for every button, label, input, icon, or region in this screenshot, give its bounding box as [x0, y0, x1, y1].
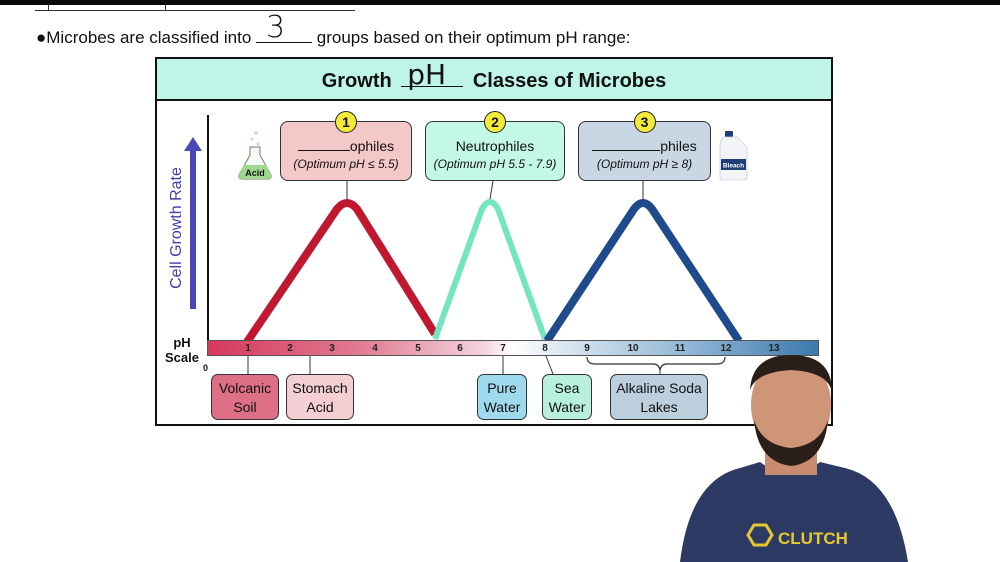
scale-tick: 4 [372, 343, 378, 354]
class-box-acidophiles: 1 ophiles (Optimum pH ≤ 5.5) [280, 111, 412, 181]
scale-tick: 5 [415, 343, 421, 354]
class-range: (Optimum pH ≤ 5.5) [293, 157, 399, 171]
class-name: philes [579, 138, 710, 154]
example-line2: Water [548, 399, 586, 415]
scale-tick: 13 [768, 343, 780, 354]
neutrophile-curve [432, 199, 548, 341]
class-box-neutrophiles: 2 Neutrophiles (Optimum pH 5.5 - 7.9) [425, 111, 565, 181]
y-axis-line [207, 115, 209, 353]
intro-prefix: ●Microbes are classified into [36, 28, 252, 47]
y-axis-arrow [190, 149, 196, 309]
figure-title: Growth pH Classes of Microbes [157, 58, 831, 93]
growth-curves [243, 180, 743, 375]
ph-classes-figure: Growth pH Classes of Microbes Cell Growt… [155, 57, 833, 426]
scale-tick: 3 [329, 343, 335, 354]
class-range: (Optimum pH ≥ 8) [596, 157, 693, 171]
intro-suffix: groups based on their optimum pH range: [316, 28, 631, 47]
top-bar [0, 0, 1000, 5]
number-badge: 2 [484, 111, 506, 133]
scale-tick: 9 [584, 343, 590, 354]
scale-tick: 11 [674, 343, 686, 354]
example-line2: Water [483, 399, 521, 415]
example-alkaline-soda-lakes: Alkaline Soda Lakes [610, 374, 708, 420]
svg-text:Acid: Acid [245, 168, 265, 178]
number-badge: 3 [633, 111, 656, 133]
title-suffix: Classes of Microbes [472, 70, 667, 92]
figure-header: Growth pH Classes of Microbes [157, 58, 831, 101]
class-box-alkaliphiles: 3 philes (Optimum pH ≥ 8) [578, 111, 711, 181]
example-sea-water: Sea Water [542, 374, 592, 420]
number-badge: 1 [335, 111, 357, 133]
example-line1: Stomach [292, 380, 348, 396]
acidophile-curve [243, 199, 439, 345]
example-pure-water: Pure Water [477, 374, 527, 420]
example-line1: Sea [554, 380, 580, 396]
handwritten-answer: 3 [266, 10, 286, 45]
scale-tick: 1 [245, 343, 251, 354]
intro-blank: 3 [256, 10, 313, 45]
example-line2: Lakes [640, 399, 678, 415]
example-line2: Acid [306, 399, 334, 415]
example-line1: Alkaline Soda [616, 380, 702, 396]
rule-tick [165, 5, 166, 11]
scale-tick: 2 [287, 343, 293, 354]
class-range: (Optimum pH 5.5 - 7.9) [433, 157, 557, 171]
class-name-suffix: ophiles [349, 138, 395, 154]
fill-blank [297, 138, 350, 151]
scale-tick: 6 [457, 343, 463, 354]
example-stomach-acid: Stomach Acid [286, 374, 354, 420]
svg-text:Bleach: Bleach [723, 163, 744, 170]
presenter-video: CLUTCH [680, 355, 908, 562]
handwritten-ph: pH [407, 58, 447, 91]
title-blank: pH [401, 58, 464, 91]
title-prefix: Growth [321, 70, 392, 92]
ph-scale-label: pH Scale [165, 335, 199, 365]
example-volcanic-soil: Volcanic Soil [211, 374, 279, 420]
bleach-bottle-icon: Bleach [719, 131, 748, 181]
fill-blank [592, 138, 661, 151]
alkaliphile-curve [543, 199, 743, 344]
class-name: Neutrophiles [455, 138, 535, 154]
rule-tick [48, 5, 49, 11]
scale-tick: 10 [627, 343, 639, 354]
class-name: ophiles [281, 138, 411, 154]
example-line1: Volcanic [218, 380, 272, 396]
top-rule [35, 10, 355, 11]
example-line2: Soil [233, 399, 257, 415]
scale-tick: 12 [720, 343, 732, 354]
ph-label-line2: Scale [165, 350, 199, 365]
arrow-up-icon [184, 137, 202, 151]
class-name-suffix: philes [660, 138, 697, 154]
scale-tick: 7 [500, 343, 506, 354]
acid-flask-icon: Acid [238, 131, 272, 180]
scale-zero: 0 [203, 363, 209, 373]
ph-scale-bar [207, 340, 819, 356]
svg-text:CLUTCH: CLUTCH [778, 529, 848, 548]
example-line1: Pure [487, 380, 517, 396]
ph-label-line1: pH [173, 335, 191, 350]
scale-tick: 8 [542, 343, 548, 354]
intro-sentence: ●Microbes are classified into 3 groups b… [36, 10, 631, 48]
